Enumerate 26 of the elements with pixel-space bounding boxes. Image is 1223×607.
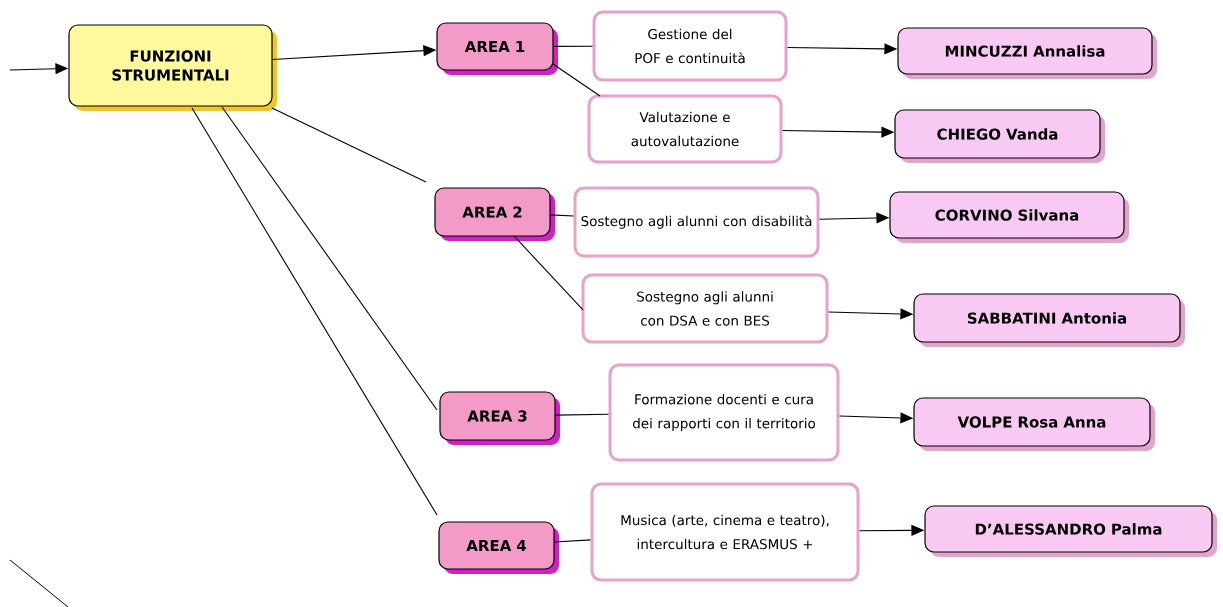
connector-line: [513, 235, 584, 311]
area-box: AREA 4: [438, 521, 559, 574]
area-box: AREA 1: [436, 22, 558, 75]
connector-line: [191, 107, 438, 516]
connector-line: [550, 214, 575, 217]
person-box: SABBATINI Antonia: [913, 293, 1185, 347]
connector-line: [555, 413, 610, 416]
connector-line: [553, 45, 594, 47]
main-concept-box: FUNZIONI STRUMENTALI: [68, 24, 277, 111]
task-box: Musica (arte, cinema e teatro), intercultura e ERASMUS +: [590, 482, 860, 582]
person-box: MINCUZZI Annalisa: [897, 27, 1157, 79]
person-box: CHIEGO Vanda: [894, 109, 1105, 163]
person-box: CORVINO Silvana: [889, 191, 1129, 243]
area-box: AREA 3: [439, 391, 560, 445]
task-box: Sostegno agli alunni con DSA e con BES: [581, 273, 829, 344]
connector-line: [221, 106, 438, 411]
task-box: Gestione del POF e continuità: [592, 10, 788, 82]
area-box: AREA 2: [434, 187, 555, 241]
person-box: VOLPE Rosa Anna: [913, 397, 1155, 451]
connector-line: [552, 63, 601, 97]
person-box: D’ALESSANDRO Palma: [924, 505, 1217, 557]
task-box: Sostegno agli alunni con disabilità: [573, 186, 820, 258]
connector-line: [271, 107, 427, 183]
connector-line: [554, 539, 592, 543]
task-box: Valutazione e autovalutazione: [587, 94, 783, 164]
task-box: Formazione docenti e cura dei rapporti con il territorio: [608, 363, 840, 462]
